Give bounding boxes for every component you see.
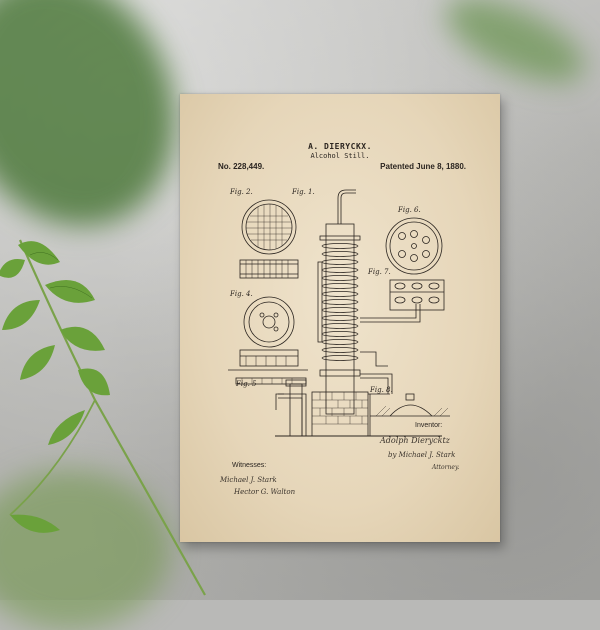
attorney-label: Attorney. (432, 464, 460, 471)
leaf (20, 345, 55, 380)
fig7-trays (389, 279, 445, 311)
fig4-side-view (228, 349, 308, 371)
fig-label-4: Fig. 4. (229, 290, 253, 298)
still-drawing: Fig. 2. Fig. 1. Fig. 6. Fig. 7. Fig. 4. … (228, 188, 450, 437)
patent-title: Alcohol Still. (310, 152, 370, 160)
fig6-disc (385, 217, 443, 275)
inventor-signature: Adolph Dierycktz (380, 436, 450, 445)
fig-label-7: Fig. 7. (367, 268, 391, 276)
leaf (18, 241, 60, 265)
fig-label-6: Fig. 6. (397, 206, 421, 214)
leaf (78, 368, 110, 396)
inventor-label: Inventor: (415, 422, 443, 429)
fig2-disc (241, 199, 297, 255)
fig-label-2: Fig. 2. (229, 188, 253, 196)
fig4-disc (243, 296, 295, 348)
leaf (0, 259, 25, 278)
patent-date: Patented June 8, 1880. (380, 162, 466, 171)
patent-number: No. 228,449. (218, 162, 265, 171)
witness-signature-2: Hector G. Walton (234, 488, 296, 496)
fig2-side-view (239, 259, 299, 279)
leaf (45, 280, 95, 303)
leaf (2, 300, 40, 330)
leaf (10, 514, 60, 533)
leaf (48, 410, 85, 445)
fig1-still-column (275, 189, 442, 437)
fig8-dome (370, 393, 450, 417)
patent-poster: A. DIERYCKX. Alcohol Still. No. 228,449.… (180, 94, 500, 542)
witness-signature-1: Michael J. Stark (220, 476, 277, 484)
leaf (60, 326, 105, 351)
inventor-name: A. DIERYCKX. (308, 142, 372, 151)
witnesses-label: Witnesses: (232, 462, 267, 469)
plant-branch (0, 239, 206, 596)
attorney-signature: by Michael J. Stark (388, 451, 456, 459)
fig-label-8: Fig. 8. (369, 386, 393, 394)
fig-label-1: Fig. 1. (291, 188, 315, 196)
